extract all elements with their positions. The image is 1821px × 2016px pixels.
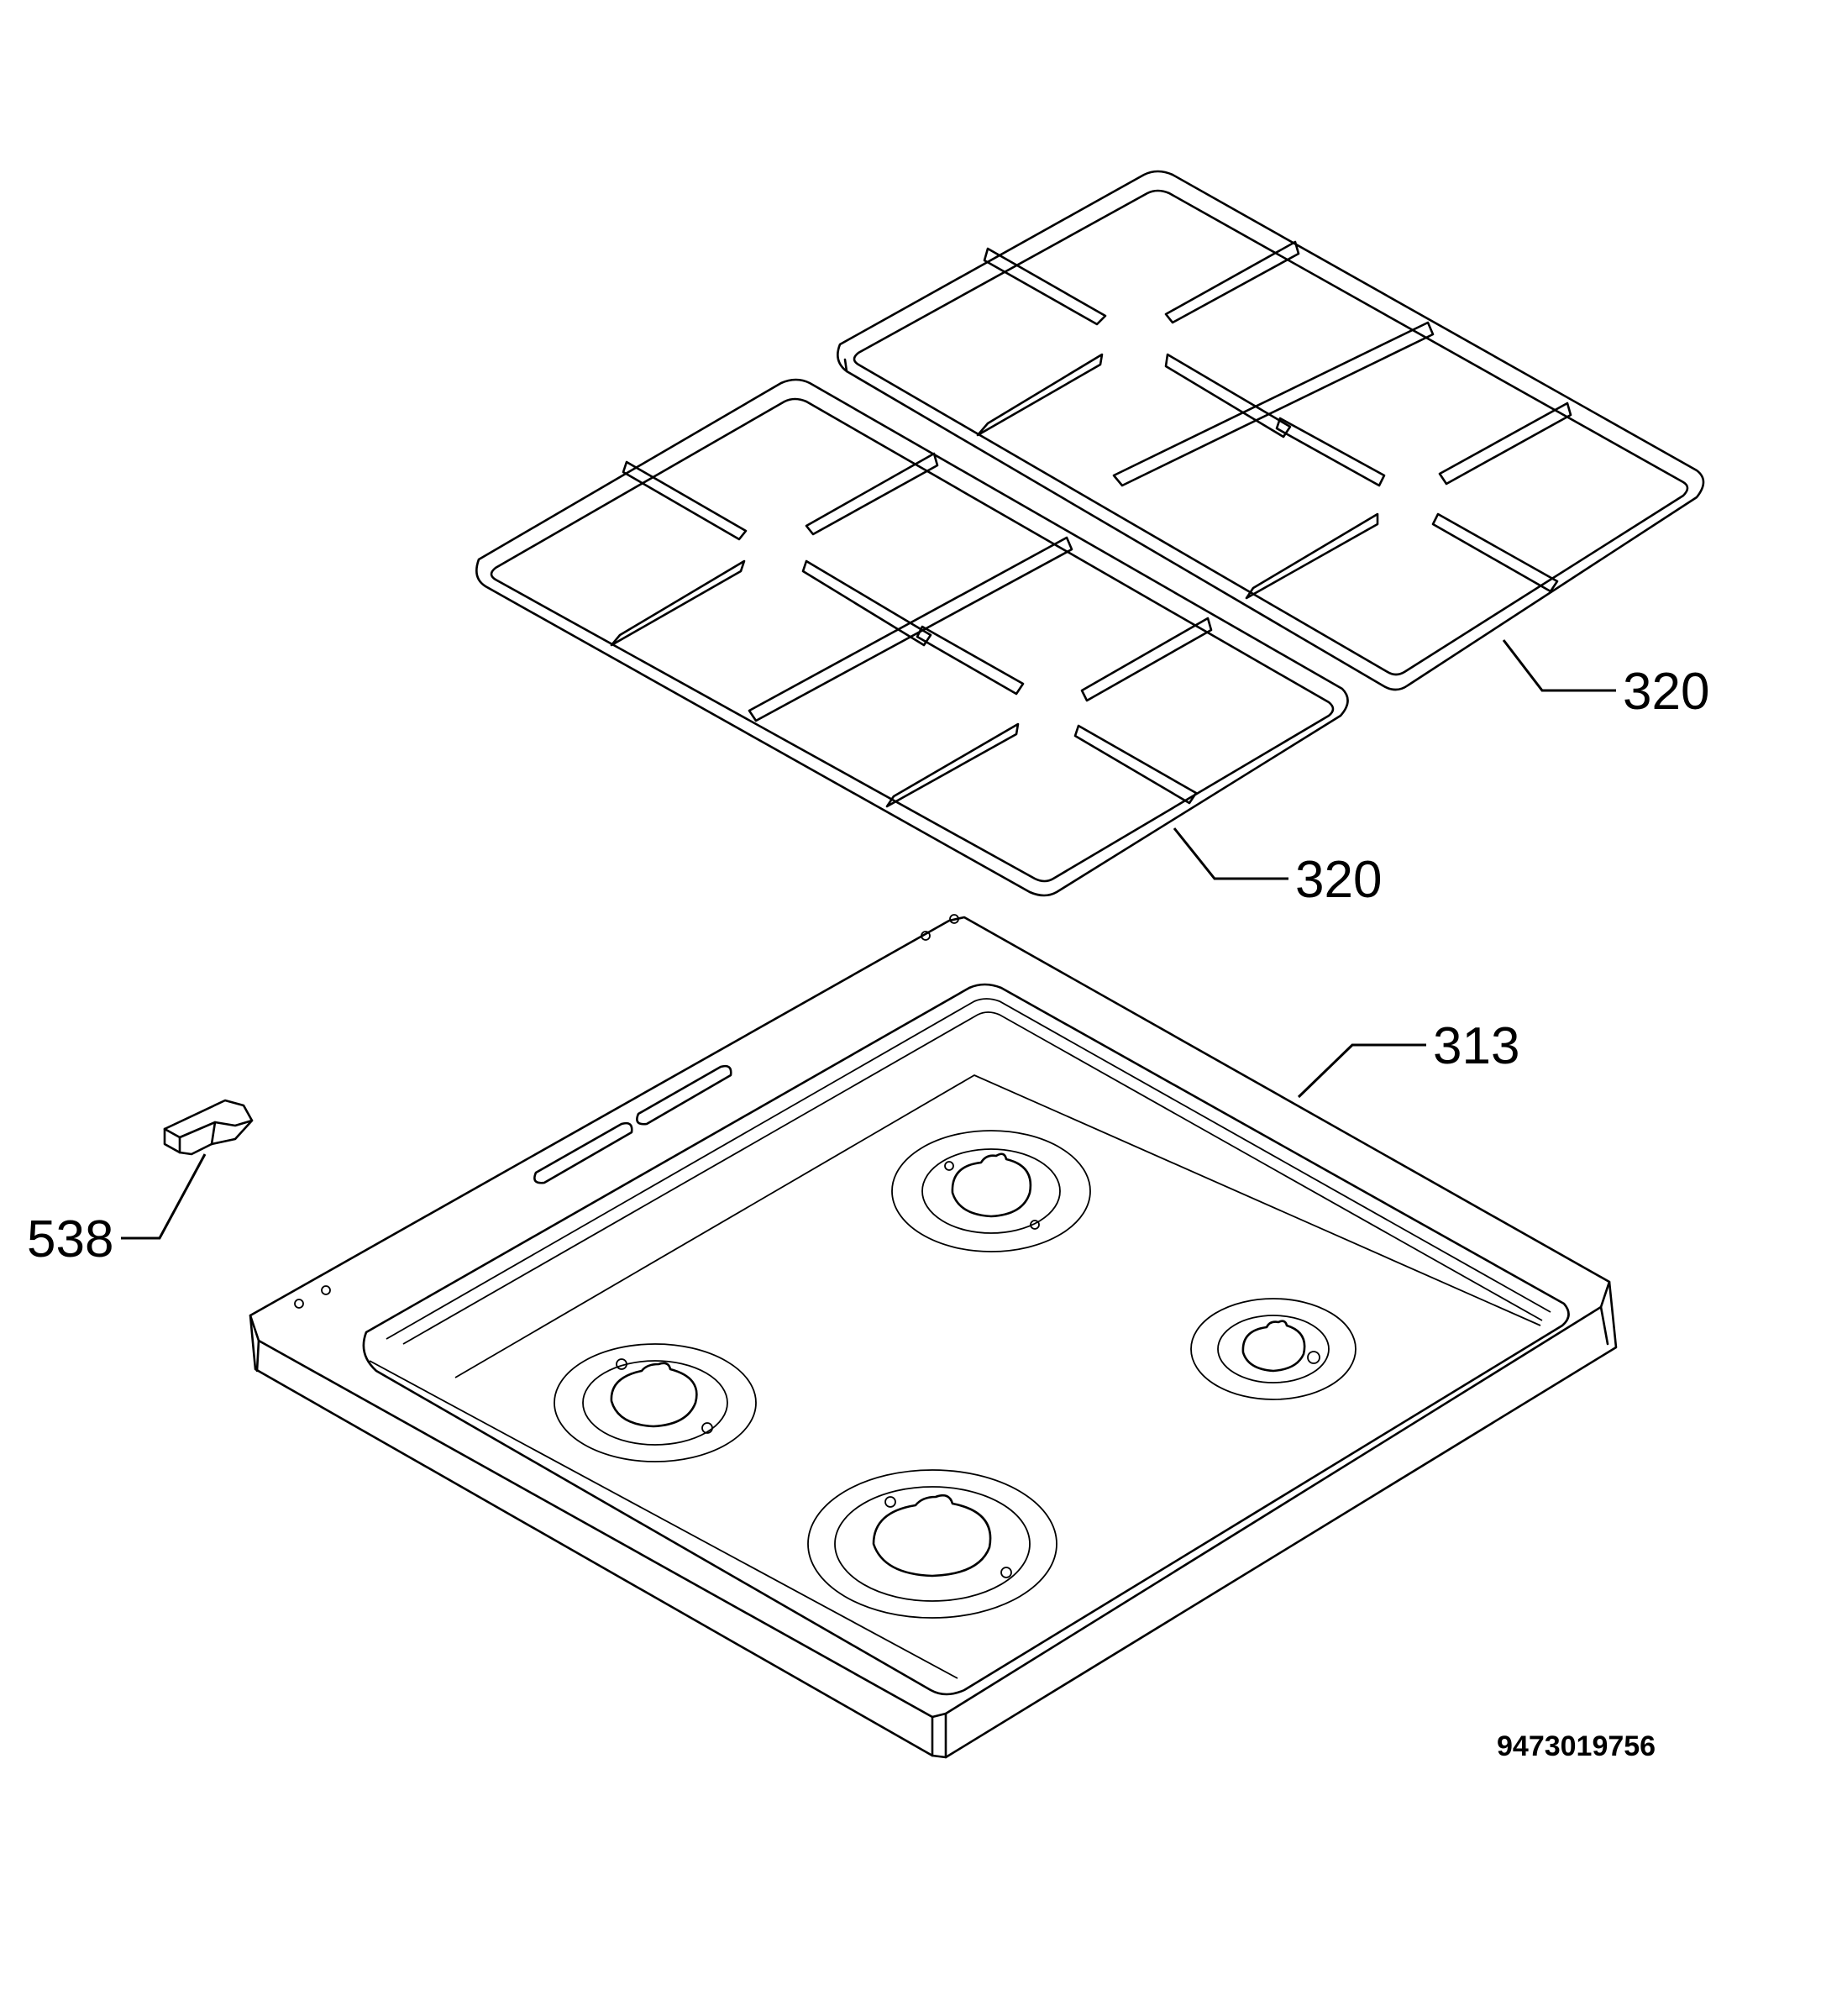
leader-clip [121,1153,207,1240]
burner-aperture-left [554,1343,757,1462]
callout-clip: 538 [27,1210,113,1268]
burner-aperture-front [807,1469,1057,1619]
diagram-code: 9473019756 [1497,1730,1656,1762]
callout-hob-top: 313 [1433,1017,1519,1075]
pan-support-grate-left[interactable] [475,378,1349,897]
burner-aperture-right [1190,1298,1357,1400]
leader-hob-top [1297,1043,1426,1099]
callout-grate-right: 320 [1623,663,1709,721]
leader-grate-left [1173,827,1288,880]
leader-grate-right [1502,639,1616,692]
callout-grate-left: 320 [1295,851,1382,909]
fixing-clip[interactable] [163,1099,254,1156]
hob-top-panel[interactable] [249,914,1618,1759]
pan-support-grate-right[interactable] [837,170,1705,691]
burner-aperture-rear [891,1130,1091,1252]
